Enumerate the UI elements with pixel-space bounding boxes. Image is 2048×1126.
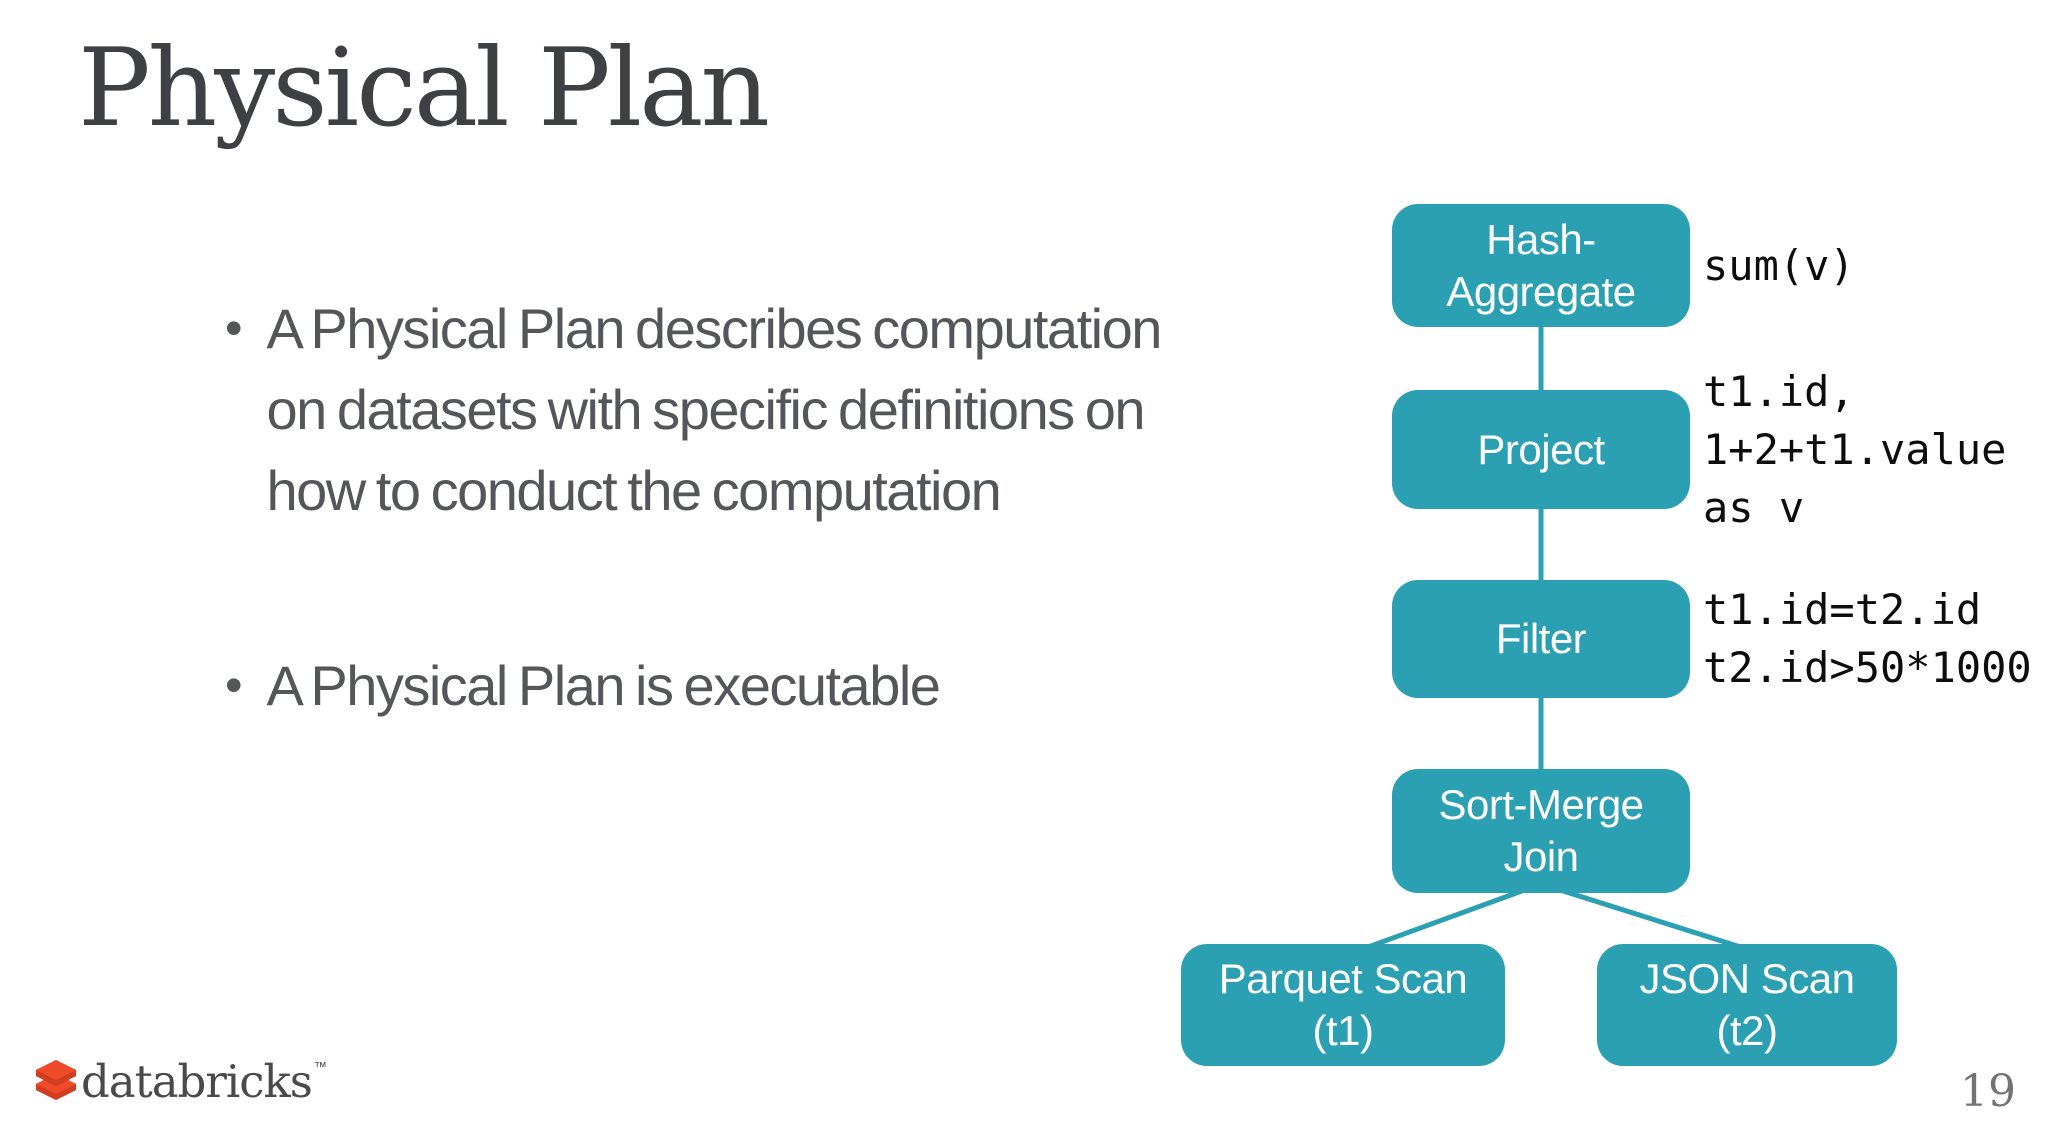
annotation-project: t1.id, 1+2+t1.value as v <box>1703 367 2007 532</box>
code-line: sum(v) <box>1703 240 1855 290</box>
node-hash-aggregate: Hash- Aggregate <box>1392 204 1690 327</box>
code-line: t2.id>50*1000 <box>1703 643 2032 692</box>
node-label-line: JSON Scan <box>1639 955 1855 1002</box>
code-line: as v <box>1703 482 1805 532</box>
bullet-line: on datasets with specific definitions on <box>266 378 1146 441</box>
page-title: Physical Plan <box>78 26 770 151</box>
bullet-text: A Physical Plan describes computation on… <box>266 288 1163 531</box>
node-label-line: Aggregate <box>1446 267 1636 315</box>
node-sort-merge-join: Sort-Merge Join <box>1392 769 1690 893</box>
bullet-line: A Physical Plan is executable <box>266 654 941 717</box>
databricks-logo: databricks ™ <box>34 1058 327 1106</box>
node-label-line: (t1) <box>1312 1007 1375 1054</box>
code-line: t1.id=t2.id <box>1703 585 1982 634</box>
bullet-line: A Physical Plan describes computation <box>266 297 1163 360</box>
trademark-symbol: ™ <box>313 1058 327 1074</box>
node-parquet-scan: Parquet Scan (t1) <box>1181 944 1505 1066</box>
node-label-line: Project <box>1477 425 1605 473</box>
page-number: 19 <box>1960 1066 2016 1117</box>
databricks-logo-icon <box>36 1060 76 1100</box>
node-label-line: Join <box>1503 833 1579 880</box>
node-filter: Filter <box>1392 580 1690 698</box>
bullet-line: how to conduct the computation <box>266 459 1002 522</box>
node-label-line: (t2) <box>1716 1007 1779 1054</box>
annotation-hash-aggregate: sum(v) <box>1703 204 1855 327</box>
node-project: Project <box>1392 390 1690 509</box>
node-json-scan: JSON Scan (t2) <box>1597 944 1897 1066</box>
bullet-marker: • <box>225 300 243 356</box>
databricks-wordmark: databricks <box>81 1055 313 1108</box>
annotation-filter: t1.id=t2.id t2.id>50*1000 <box>1703 580 2032 698</box>
node-label-line: Parquet Scan <box>1218 955 1468 1002</box>
code-line: t1.id, <box>1703 366 1855 416</box>
bullet-item-2: • A Physical Plan is executable <box>225 645 941 726</box>
code-line: 1+2+t1.value <box>1703 424 2007 474</box>
bullet-marker: • <box>225 657 243 713</box>
node-label-line: Sort-Merge <box>1438 781 1644 828</box>
node-label-line: Hash- <box>1486 215 1596 263</box>
bullet-text: A Physical Plan is executable <box>266 645 941 726</box>
node-label-line: Filter <box>1495 615 1587 662</box>
bullet-item-1: • A Physical Plan describes computation … <box>225 288 1163 531</box>
